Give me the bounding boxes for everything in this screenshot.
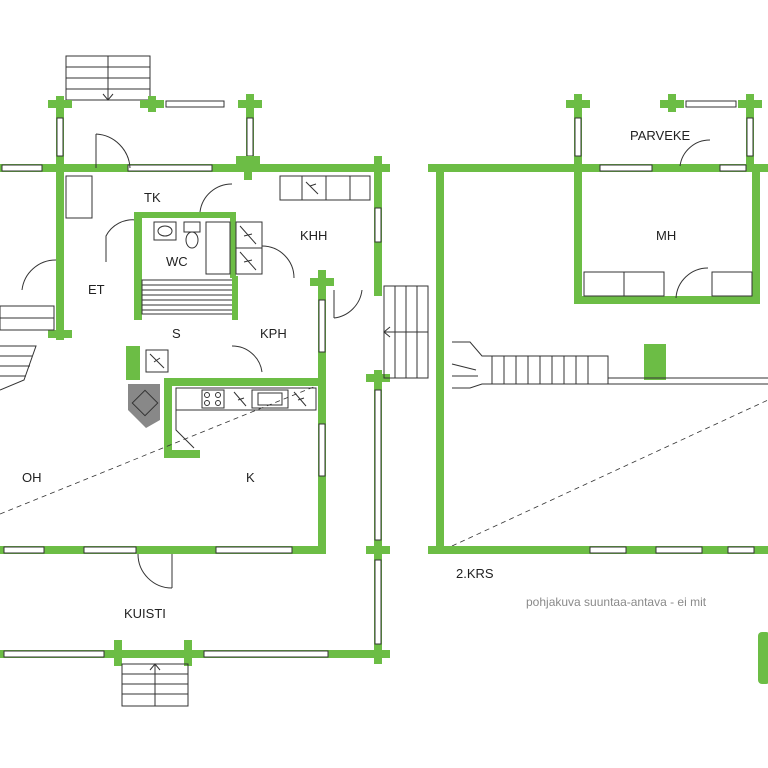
upper-stairs	[451, 341, 768, 389]
room-label-parveke: PARVEKE	[630, 128, 691, 143]
room-label-kph: KPH	[260, 326, 287, 341]
room-label-kuisti: KUISTI	[124, 606, 166, 621]
disclaimer-note: pohjakuva suuntaa-antava - ei mit	[526, 595, 707, 609]
left-stairs	[0, 345, 37, 391]
room-label-k: K	[246, 470, 255, 485]
first-floor	[0, 55, 429, 707]
room-label-wc: WC	[166, 254, 188, 269]
room-label-khh: KHH	[300, 228, 327, 243]
side-stairs	[383, 285, 429, 379]
room-label-oh: OH	[22, 470, 42, 485]
room-label-s: S	[172, 326, 181, 341]
entry-stairs-bottom	[121, 663, 189, 707]
room-label-et: ET	[88, 282, 105, 297]
entry-stairs-top	[65, 55, 151, 101]
floor-label: 2.KRS	[456, 566, 494, 581]
sauna-bench	[141, 279, 235, 315]
room-label-mh: MH	[656, 228, 676, 243]
room-label-tk: TK	[144, 190, 161, 205]
second-floor	[428, 94, 768, 684]
top-porch	[48, 94, 262, 168]
